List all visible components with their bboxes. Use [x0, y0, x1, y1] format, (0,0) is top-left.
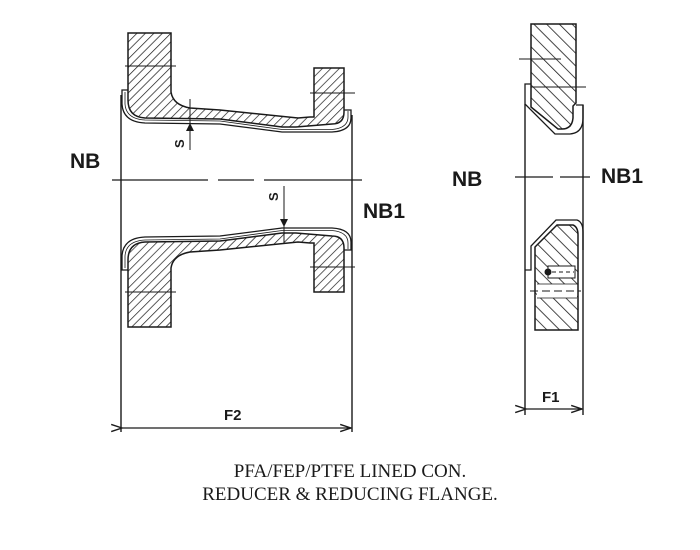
nb-label-right: NB [452, 168, 482, 191]
upper-liner [121, 89, 352, 133]
flange-lower-liner [525, 219, 584, 271]
lower-liner [121, 227, 352, 271]
caption-line-2: REDUCER & REDUCING FLANGE. [202, 484, 498, 505]
reducer-lower-body [127, 232, 345, 328]
reducing-flange-view [515, 23, 590, 415]
nb-label-left: NB [70, 150, 100, 173]
f1-label: F1 [542, 389, 560, 406]
reducer-upper-body [127, 32, 345, 128]
f2-label: F2 [224, 407, 242, 424]
nb1-label-right: NB1 [601, 165, 643, 188]
caption-line-1: PFA/FEP/PTFE LINED CON. [233, 461, 467, 482]
reducer-view [112, 32, 362, 432]
flange-upper-body [530, 23, 577, 130]
nb1-label-left: NB1 [363, 200, 405, 223]
s-label-bottom: S [266, 192, 281, 201]
s-label-top: S [172, 139, 187, 148]
